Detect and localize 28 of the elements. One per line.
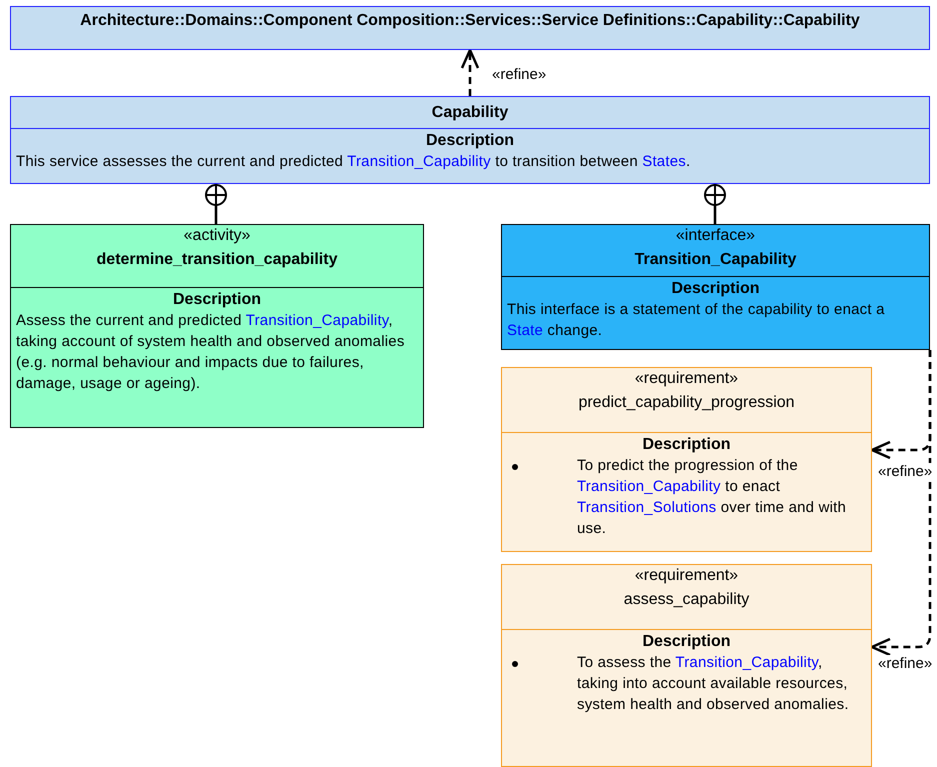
- class-name: Architecture::Domains::Component Composition::Services::Service Definitions::Capability::Capability: [80, 11, 860, 31]
- class-name: Transition_Capability: [634, 250, 796, 270]
- description-text: To assess the Transition_Capability, taking into account available resources, system health and observed anomalies.: [577, 653, 850, 715]
- class-box: [10, 224, 424, 428]
- section-heading: Description: [670, 279, 760, 299]
- dashed-arrow: [460, 48, 480, 96]
- dashed-arrow: [870, 350, 932, 656]
- section-heading: Description: [641, 632, 732, 652]
- class-name: determine_transition_capability: [96, 250, 338, 270]
- description-text: Assess the current and predicted Transition_Capability, taking account of system health and observed anomalies (e.g. normal behaviour and impacts due to failures, damage, usage or ageing).: [16, 311, 406, 394]
- stereotype-label: «interface»: [676, 226, 756, 246]
- description-text: To predict the progression of the Transition_Capability to enact Transition_Solutions over time and with use.: [577, 456, 848, 539]
- stereotype-label: «activity»: [184, 226, 250, 246]
- class-box: [501, 367, 872, 552]
- section-heading: Description: [424, 131, 515, 151]
- class-box: [501, 564, 872, 767]
- class-box: [501, 224, 930, 350]
- class-name: Capability: [432, 103, 508, 123]
- class-box: [10, 96, 930, 184]
- section-heading: Description: [641, 435, 732, 455]
- stereotype-label: «requirement»: [634, 566, 738, 586]
- class-name: predict_capability_progression: [578, 393, 795, 413]
- description-text: This service assesses the current and predicted Transition_Capability to transition between States.: [16, 152, 692, 172]
- section-heading: Description: [172, 290, 262, 310]
- description-text: This interface is a statement of the capability to enact a State change.: [507, 300, 886, 341]
- class-name: assess_capability: [624, 590, 750, 610]
- stereotype-label: «requirement»: [634, 369, 738, 389]
- package-box: [10, 6, 930, 50]
